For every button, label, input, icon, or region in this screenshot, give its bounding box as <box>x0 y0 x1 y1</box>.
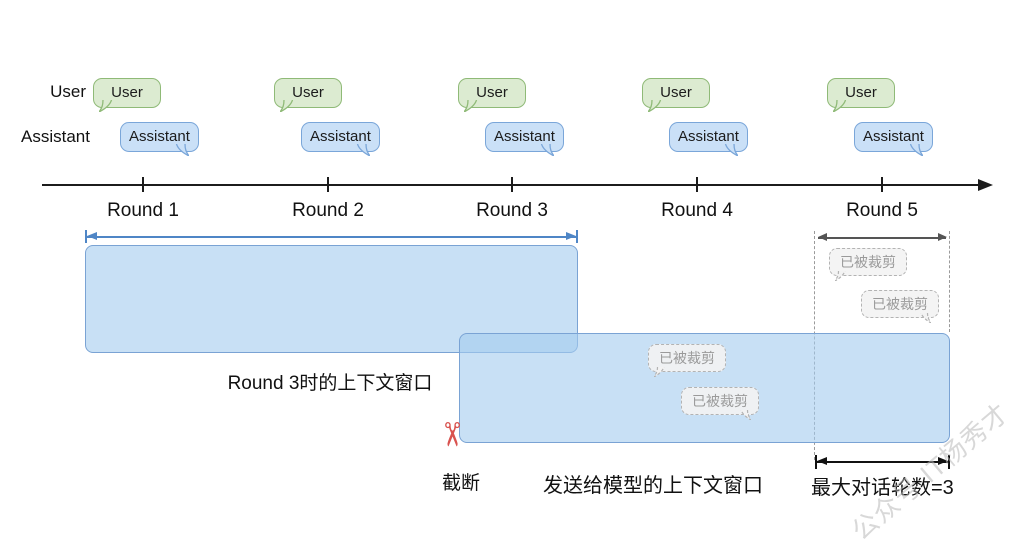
user-message-bubble: User <box>274 78 342 113</box>
max-rounds-label: 最大对话轮数=3 <box>811 477 954 499</box>
round3-window-measure-line <box>86 236 577 238</box>
arrowhead-right-icon <box>938 457 948 465</box>
chat-group-round-1: User Assistant <box>93 78 263 162</box>
timeline-tick <box>511 177 513 192</box>
bubble-tail <box>834 268 848 284</box>
bubble-tail <box>279 98 295 118</box>
measure-endbar <box>576 230 578 243</box>
chat-group-round-5: User Assistant <box>827 78 997 162</box>
trimmed-label: 已被裁剪 <box>659 350 715 366</box>
round-5-label: Round 5 <box>846 200 918 221</box>
scissors-icon: ✂ <box>433 420 471 449</box>
user-bubble-label: User <box>476 84 508 101</box>
max-rounds-measure-line <box>817 461 948 463</box>
bubble-tail <box>463 98 479 118</box>
bubble-tail <box>908 142 924 162</box>
trimmed-label: 已被裁剪 <box>692 393 748 409</box>
round-3-label: Round 3 <box>476 200 548 221</box>
trimmed-message-bubble: 已被裁剪 <box>829 248 907 282</box>
assistant-message-bubble: Assistant <box>120 122 199 157</box>
bubble-tail <box>918 310 932 326</box>
bubble-tail <box>98 98 114 118</box>
bubble-tail <box>832 98 848 118</box>
user-bubble-label: User <box>845 84 877 101</box>
arrowhead-right-icon <box>566 232 576 240</box>
timeline-tick <box>142 177 144 192</box>
timeline-arrowhead-icon <box>978 179 993 191</box>
assistant-message-bubble: Assistant <box>485 122 564 157</box>
assistant-message-bubble: Assistant <box>669 122 748 157</box>
bubble-tail <box>738 407 752 423</box>
trimmed-message-bubble: 已被裁剪 <box>681 387 759 421</box>
user-bubble-label: User <box>111 84 143 101</box>
arrowhead-right-icon <box>938 233 947 241</box>
measure-endbar <box>815 455 817 469</box>
trimmed-message-bubble: 已被裁剪 <box>648 344 726 378</box>
user-message-bubble: User <box>458 78 526 113</box>
timeline-tick <box>881 177 883 192</box>
truncation-label: 截断 <box>442 473 481 494</box>
round5-measure-line <box>818 237 946 239</box>
assistant-message-bubble: Assistant <box>854 122 933 157</box>
bubble-tail <box>653 364 667 380</box>
round-1-label: Round 1 <box>107 200 179 221</box>
round3-window-label: Round 3时的上下文窗口 <box>227 373 433 394</box>
arrowhead-left-icon <box>818 233 827 241</box>
user-message-bubble: User <box>642 78 710 113</box>
round-2-label: Round 2 <box>292 200 364 221</box>
bubble-tail <box>355 142 371 162</box>
bubble-tail <box>723 142 739 162</box>
dashed-guide-right <box>949 231 950 332</box>
assistant-message-bubble: Assistant <box>301 122 380 157</box>
assistant-bubble-label: Assistant <box>129 128 190 145</box>
user-bubble-label: User <box>292 84 324 101</box>
trimmed-label: 已被裁剪 <box>872 296 928 312</box>
bubble-tail <box>647 98 663 118</box>
legend-assistant-label: Assistant <box>21 127 90 146</box>
trimmed-label: 已被裁剪 <box>840 254 896 270</box>
chat-group-round-3: User Assistant <box>458 78 628 162</box>
assistant-bubble-label: Assistant <box>494 128 555 145</box>
user-bubble-label: User <box>660 84 692 101</box>
arrowhead-left-icon <box>817 457 827 465</box>
assistant-bubble-label: Assistant <box>863 128 924 145</box>
trimmed-message-bubble: 已被裁剪 <box>861 290 939 324</box>
assistant-bubble-label: Assistant <box>310 128 371 145</box>
timeline-tick <box>696 177 698 192</box>
sent-window-label: 发送给模型的上下文窗口 <box>543 475 763 497</box>
timeline-tick <box>327 177 329 192</box>
measure-endbar <box>948 455 950 469</box>
measure-endbar <box>85 230 87 243</box>
round-4-label: Round 4 <box>661 200 733 221</box>
chat-group-round-4: User Assistant <box>642 78 812 162</box>
user-message-bubble: User <box>93 78 161 113</box>
assistant-bubble-label: Assistant <box>678 128 739 145</box>
arrowhead-left-icon <box>87 232 97 240</box>
bubble-tail <box>539 142 555 162</box>
legend-user-label: User <box>50 82 86 101</box>
chat-group-round-2: User Assistant <box>274 78 444 162</box>
bubble-tail <box>174 142 190 162</box>
user-message-bubble: User <box>827 78 895 113</box>
